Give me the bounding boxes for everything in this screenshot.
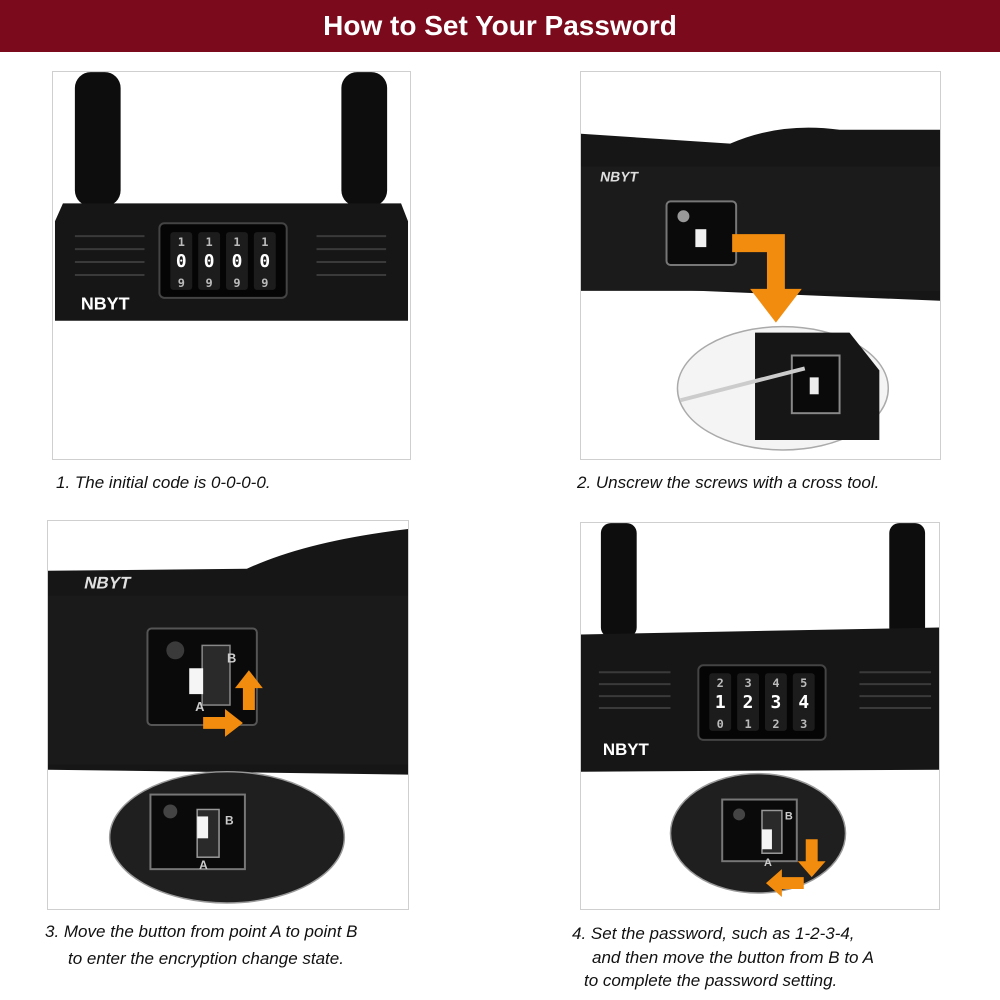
step-4-caption-line-2: and then move the button from B to A <box>592 948 874 967</box>
arrow-down-icon <box>732 234 802 323</box>
dial-wheel <box>253 232 276 290</box>
zoom-screw-hole <box>733 808 746 821</box>
arrow-up-icon <box>234 670 263 711</box>
dial-wheel <box>709 673 732 731</box>
lock-front-illustration: 1 0 9 1 0 9 1 0 9 1 0 9 NBYT <box>54 72 409 321</box>
shackle-right <box>889 523 926 638</box>
dial-digit-bottom: 9 <box>233 276 240 290</box>
step-3-caption-line-2: to enter the encryption change state. <box>68 949 344 968</box>
dial-wheel <box>170 232 193 290</box>
dial-digit-top: 1 <box>206 235 213 249</box>
dial-digit-middle: 0 <box>232 251 243 272</box>
dial-digit-middle: 0 <box>259 251 270 272</box>
header-banner: How to Set Your Password <box>0 0 1000 52</box>
zoom-switch-button <box>197 816 209 839</box>
label-a: A <box>195 699 204 714</box>
screw-hole <box>166 641 185 660</box>
brand-logo: NBYT <box>599 169 640 185</box>
zoom-label-a: A <box>199 858 208 872</box>
zoom-switch-button <box>809 377 819 395</box>
dial-wheel <box>226 232 248 290</box>
step-2-image: NBYT <box>580 71 941 460</box>
dial-digit-middle: 3 <box>771 692 782 713</box>
dial-digit-top: 2 <box>717 676 724 690</box>
lock-face <box>581 166 940 291</box>
arrow-left-icon <box>765 869 804 897</box>
shackle-left <box>600 523 637 638</box>
step-3-caption-line-1: 3. Move the button from point A to point… <box>45 922 358 941</box>
body-grooves <box>598 671 932 710</box>
switch-button <box>189 668 204 695</box>
lock-side-illustration: NBYT <box>581 127 940 451</box>
shackle-right <box>341 72 388 207</box>
label-b: B <box>227 650 236 665</box>
dial-digit-bottom: 9 <box>261 276 268 290</box>
dial-digit-top: 5 <box>800 676 807 690</box>
lock-switch-illustration: NBYT B A B A <box>48 529 408 904</box>
arrow-down-icon <box>797 839 826 878</box>
dial-digit-top: 1 <box>261 235 268 249</box>
dial-digit-top: 3 <box>744 676 751 690</box>
dial-wheel <box>198 232 221 290</box>
zoom-switch-cover <box>721 798 798 863</box>
zoom-screw-hole <box>163 804 178 819</box>
screw-icon <box>677 210 690 223</box>
step-1-caption: 1. The initial code is 0-0-0-0. <box>56 473 271 492</box>
dial-digit-bottom: 9 <box>206 276 213 290</box>
dial-digit-bottom: 0 <box>717 717 724 731</box>
switch-button <box>695 229 707 248</box>
screwdriver <box>679 366 806 403</box>
arrow-right-icon <box>203 709 243 737</box>
brand-logo: NBYT <box>83 574 134 593</box>
zoom-switch-button <box>761 829 772 850</box>
dial-digit-middle: 0 <box>176 251 187 272</box>
dial-digit-bottom: 3 <box>800 717 807 731</box>
shackle-left <box>74 72 121 207</box>
dial-digit-bottom: 9 <box>178 276 185 290</box>
dial-digit-middle: 0 <box>204 251 215 272</box>
brand-logo: NBYT <box>603 740 650 759</box>
body-grooves <box>74 235 387 276</box>
step-1-image: 1 0 9 1 0 9 1 0 9 1 0 9 NBYT <box>52 71 411 460</box>
switch-slot <box>201 644 231 706</box>
page-title: How to Set Your Password <box>323 10 677 41</box>
step-4-caption-line-3: to complete the password setting. <box>584 971 838 990</box>
dial-digit-bottom: 2 <box>772 717 779 731</box>
dial-digit-bottom: 1 <box>744 717 751 731</box>
dial-digit-middle: 2 <box>743 692 754 713</box>
zoom-label-a: A <box>764 857 772 869</box>
dial-digit-top: 4 <box>772 676 779 690</box>
step-4-caption-line-1: 4. Set the password, such as 1-2-3-4, <box>572 924 855 943</box>
dial-digit-top: 1 <box>178 235 185 249</box>
dial-digit-top: 1 <box>233 235 240 249</box>
dial-digit-middle: 1 <box>715 692 726 713</box>
dial-wheel <box>792 673 815 731</box>
step-3-image: NBYT B A B A <box>47 520 409 910</box>
zoom-label-b: B <box>225 813 234 827</box>
zoom-label-b: B <box>785 810 793 822</box>
dial-digit-middle: 4 <box>798 692 809 713</box>
dial-wheel <box>764 673 787 731</box>
step-2-caption: 2. Unscrew the screws with a cross tool. <box>577 473 880 492</box>
dial-wheel <box>737 673 760 731</box>
brand-logo: NBYT <box>81 294 130 314</box>
